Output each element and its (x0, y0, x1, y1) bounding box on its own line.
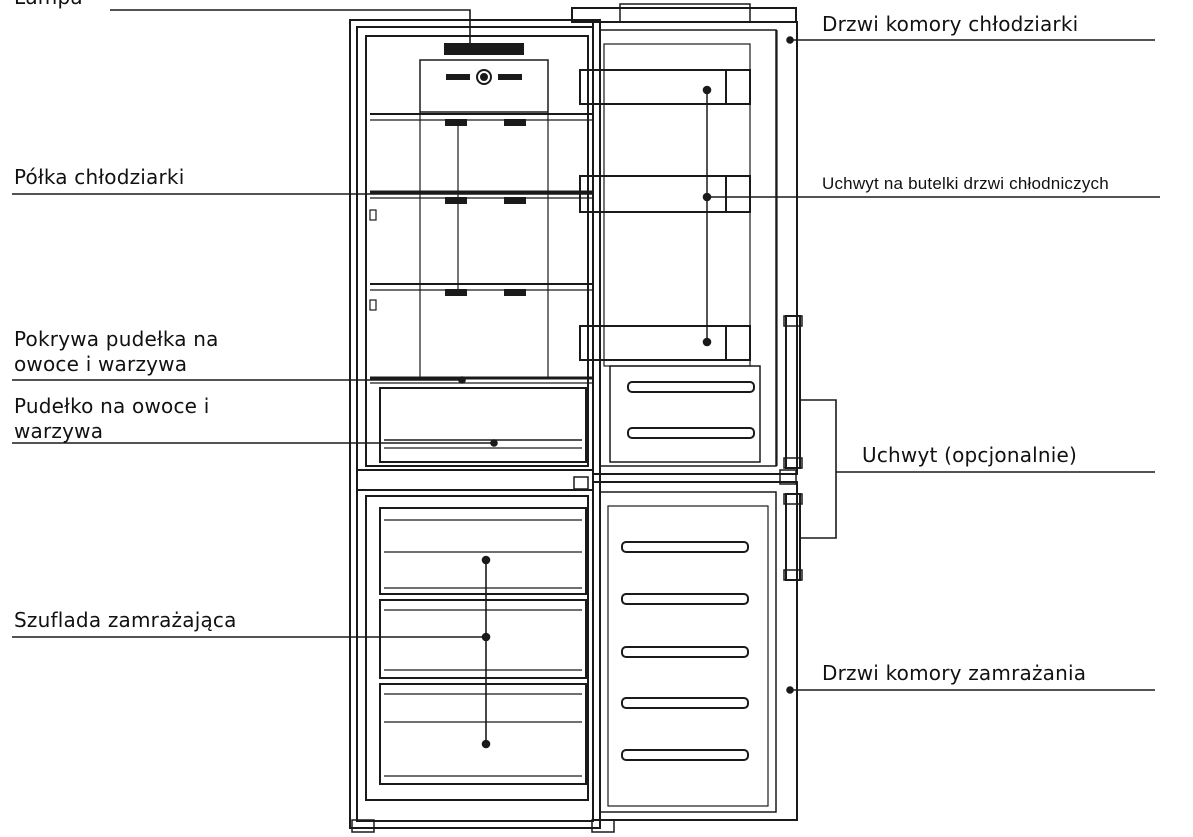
freezer-door (592, 481, 798, 821)
fridge-shelf (369, 113, 592, 311)
label-lamp: Lampa (14, 0, 83, 8)
bottle-holder (579, 69, 751, 361)
fridge-door (592, 21, 798, 475)
label-fridge-shelf: Półka chłodziarki (14, 165, 185, 189)
label-crisper-cover-line2: owoce i warzywa (14, 352, 188, 376)
top-hinge (571, 3, 797, 23)
label-freezer-drawer: Szuflada zamrażająca (14, 608, 237, 632)
lamp (444, 43, 524, 55)
label-crisper-cover-line1: Pokrywa pudełka na (14, 327, 219, 351)
control-panel (419, 59, 549, 113)
label-handle: Uchwyt (opcjonalnie) (862, 443, 1078, 467)
crisper-box (379, 387, 587, 463)
label-freezer-door: Drzwi komory zamrażania (822, 661, 1087, 685)
crisper-cover (370, 376, 592, 384)
door-handle (783, 315, 803, 581)
label-bottle-holder: Uchwyt na butelki drzwi chłodniczych (822, 174, 1109, 193)
freezer-drawer (379, 507, 587, 785)
cabinet-outline (349, 19, 615, 833)
label-crisper-box-line2: warzywa (14, 419, 104, 443)
label-fridge-door: Drzwi komory chłodziarki (822, 12, 1079, 36)
label-crisper-box-line1: Pudełko na owoce i (14, 394, 210, 418)
